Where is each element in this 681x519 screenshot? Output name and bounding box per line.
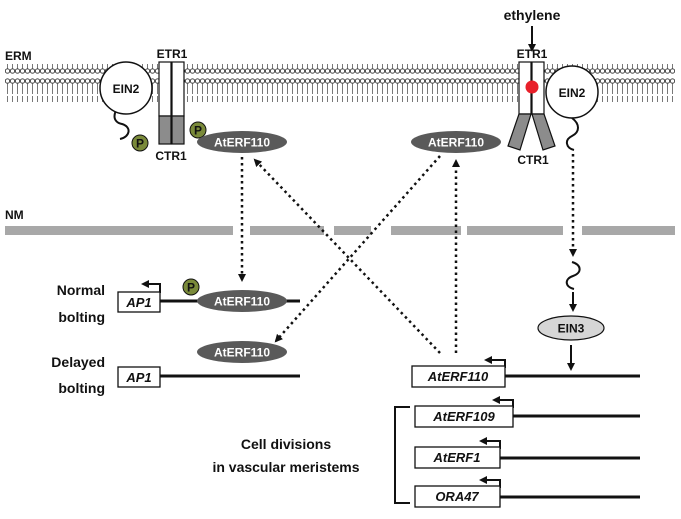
phospho-bound-normal — [182, 278, 200, 296]
gene-box — [117, 291, 161, 313]
aterf110-gene: AtERF110 — [411, 356, 640, 388]
aterf110-protein-right-label: AtERF110 — [428, 136, 484, 150]
dotted-arrows — [238, 154, 577, 354]
ein2-left — [99, 61, 153, 115]
transcription-start-arrow — [479, 437, 501, 449]
aterf109-gene: AtERF109 — [414, 396, 640, 428]
ap1-gene-delayed: AP1 — [117, 366, 300, 388]
left-receptor-complex: EIN2 ETR1 CTR1 P P — [99, 47, 207, 163]
phospho-left-aterf110-label: P — [194, 124, 202, 138]
target-genes-bracket — [394, 406, 410, 504]
aterf110-protein-left-label: AtERF110 — [214, 136, 270, 150]
ctr1-left-label: CTR1 — [155, 149, 187, 163]
arrow-aterf110-right-to-delayed — [274, 155, 441, 343]
nuclear-membrane-segment — [5, 226, 233, 235]
aterf110-protein-left — [197, 131, 287, 153]
delayed-bolting-label-line2: bolting — [58, 380, 105, 396]
gene-box — [414, 405, 514, 428]
ora47-gene: ORA47 — [414, 476, 640, 508]
nm-label: NM — [5, 208, 24, 222]
phospho-left-ein2 — [131, 134, 149, 152]
aterf110-bound-normal-label: AtERF110 — [214, 295, 270, 309]
ethylene-bound-dot — [525, 80, 539, 94]
ctr1-right-segment-a — [507, 113, 532, 151]
arrow-aterf110-gene-to-left-protein — [253, 158, 441, 354]
transcription-start-arrow — [484, 356, 506, 368]
nuclear-membrane-segment — [250, 226, 324, 235]
phospho-left-ein2-label: P — [136, 137, 144, 151]
ein3-label: EIN3 — [558, 322, 585, 336]
cell-divisions-label-line2: in vascular meristems — [212, 459, 359, 475]
erm-label: ERM — [5, 49, 32, 63]
aterf109-gene-label: AtERF109 — [432, 409, 495, 424]
etr1-right-label: ETR1 — [517, 47, 548, 61]
right-receptor-complex: ETR1 CTR1 EIN2 — [507, 47, 599, 167]
gene-box — [411, 365, 506, 388]
ein2-right-label: EIN2 — [559, 86, 586, 100]
etr1-left-label: ETR1 — [157, 47, 188, 61]
aterf110-gene-label: AtERF110 — [427, 369, 489, 384]
aterf110-bound-normal — [197, 290, 287, 312]
ein2-right-tail — [566, 117, 579, 151]
aterf1-gene-label: AtERF1 — [433, 450, 481, 465]
phospho-left-aterf110 — [189, 121, 207, 139]
etr1-left-segment-b — [171, 61, 185, 117]
nuclear-membrane-segment — [334, 226, 371, 235]
ctr1-right-label: CTR1 — [517, 153, 549, 167]
transcription-start-arrow — [492, 396, 514, 408]
ora47-gene-label: ORA47 — [435, 489, 479, 504]
normal-bolting-label-line1: Normal — [57, 282, 105, 298]
nuclear-membrane-segment — [391, 226, 461, 235]
transcription-start-arrow — [141, 280, 161, 293]
cell-divisions-label-line1: Cell divisions — [241, 436, 331, 452]
ap1-gene-label: AP1 — [125, 370, 151, 385]
delayed-bolting-label-line1: Delayed — [51, 354, 105, 370]
aterf110-free-delayed — [197, 341, 287, 363]
gene-box — [414, 446, 501, 469]
ctr1-left-segment-a — [158, 115, 172, 145]
aterf110-free-delayed-label: AtERF110 — [214, 346, 270, 360]
nuclear-membrane-segment — [467, 226, 563, 235]
ethylene-label: ethylene — [504, 7, 561, 23]
normal-bolting-label-line2: bolting — [58, 309, 105, 325]
ap1-gene-label: AP1 — [125, 295, 151, 310]
ein2-left-label: EIN2 — [113, 82, 140, 96]
etr1-left-segment-a — [158, 61, 172, 117]
nuclear-membrane — [5, 226, 675, 235]
ein3-protein — [537, 315, 605, 341]
transcription-start-arrow — [479, 476, 501, 488]
ein2-c-terminal-fragment — [565, 261, 581, 290]
aterf1-gene: AtERF1 — [414, 437, 640, 469]
ctr1-right-segment-b — [531, 113, 556, 151]
nuclear-membrane-segment — [582, 226, 675, 235]
gene-box — [414, 485, 501, 508]
aterf110-protein-right — [411, 131, 501, 153]
gene-box — [117, 366, 161, 388]
ctr1-left-segment-b — [171, 115, 185, 145]
phospho-bound-normal-label: P — [187, 281, 195, 295]
